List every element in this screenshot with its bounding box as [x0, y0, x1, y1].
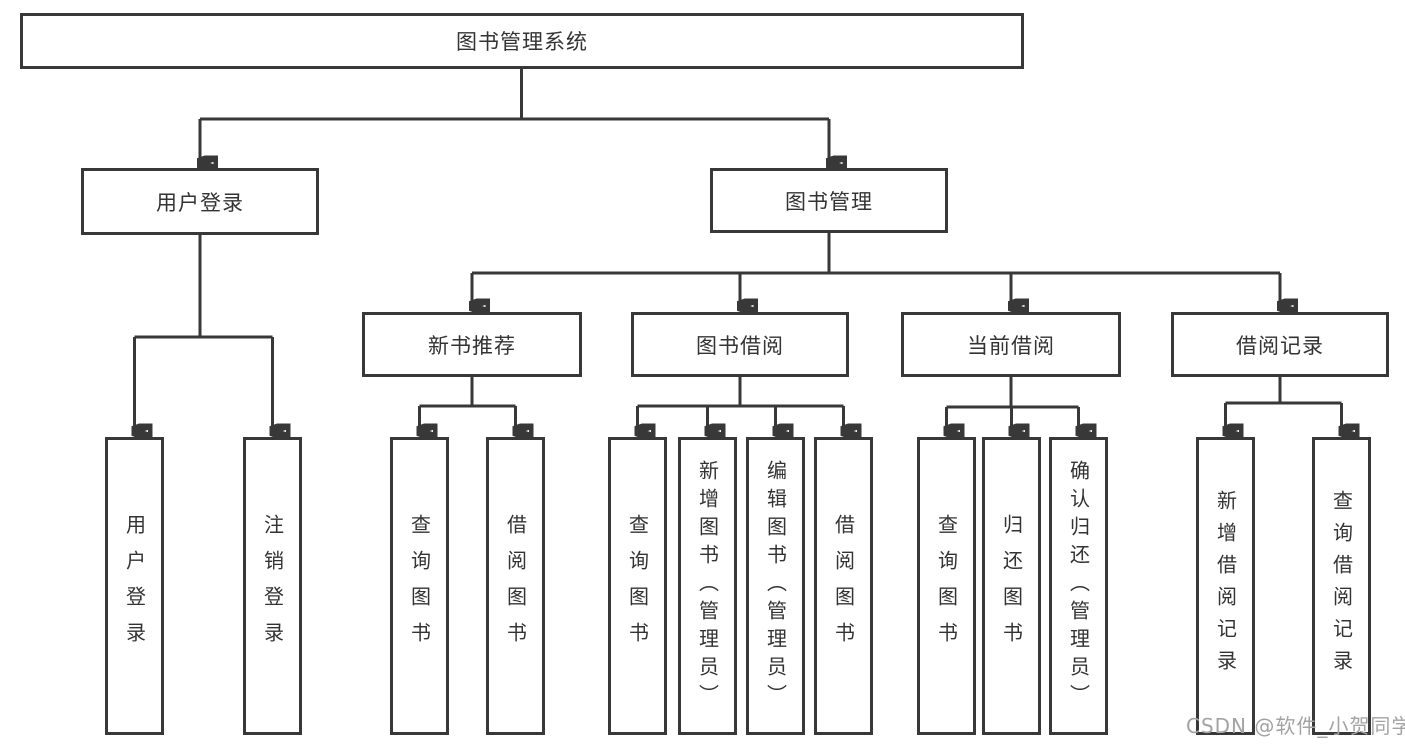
leaf-current-query-books-label: 查询图书 — [934, 514, 959, 658]
leaf-add-books-admin: 新增图书（管理员） — [678, 437, 737, 735]
leaf-borrow-books: 借阅图书 — [814, 437, 873, 735]
csdn-watermark: CSDN @软件_小贺同学 — [1186, 714, 1405, 738]
leaf-borrow-books-label: 借阅图书 — [831, 514, 856, 658]
leaf-logout-label: 注销登录 — [260, 514, 285, 658]
node-library-management-system: 图书管理系统 — [20, 13, 1024, 69]
leaf-return-books-label: 归还图书 — [999, 514, 1024, 658]
leaf-edit-books-admin: 编辑图书（管理员） — [746, 437, 805, 735]
node-borrow-records: 借阅记录 — [1171, 312, 1389, 377]
leaf-add-borrow-record: 新增借阅记录 — [1196, 437, 1255, 735]
node-new-book-recommend: 新书推荐 — [362, 312, 582, 377]
leaf-add-borrow-record-label: 新增借阅记录 — [1213, 490, 1238, 682]
leaf-add-books-admin-label: 新增图书（管理员） — [695, 460, 720, 712]
node-current-borrow: 当前借阅 — [901, 312, 1121, 377]
node-book-management: 图书管理 — [710, 168, 948, 233]
node-book-borrow: 图书借阅 — [631, 312, 849, 377]
leaf-edit-books-admin-label: 编辑图书（管理员） — [763, 460, 788, 712]
leaf-recommend-query-books-label: 查询图书 — [407, 514, 432, 658]
leaf-borrow-query-books-label: 查询图书 — [625, 514, 650, 658]
leaf-query-borrow-record-label: 查询借阅记录 — [1329, 490, 1354, 682]
leaf-user-login: 用户登录 — [105, 437, 164, 735]
leaf-query-borrow-record: 查询借阅记录 — [1312, 437, 1371, 735]
leaf-recommend-borrow-books: 借阅图书 — [486, 437, 545, 735]
leaf-return-books: 归还图书 — [982, 437, 1041, 735]
leaf-confirm-return-admin-label: 确认归还（管理员） — [1066, 460, 1091, 712]
leaf-recommend-query-books: 查询图书 — [390, 437, 449, 735]
leaf-current-query-books: 查询图书 — [917, 437, 976, 735]
leaf-recommend-borrow-books-label: 借阅图书 — [503, 514, 528, 658]
leaf-borrow-query-books: 查询图书 — [608, 437, 667, 735]
leaf-confirm-return-admin: 确认归还（管理员） — [1049, 437, 1108, 735]
leaf-logout: 注销登录 — [243, 437, 302, 735]
leaf-user-login-label: 用户登录 — [122, 514, 147, 658]
node-user-login: 用户登录 — [81, 168, 319, 235]
